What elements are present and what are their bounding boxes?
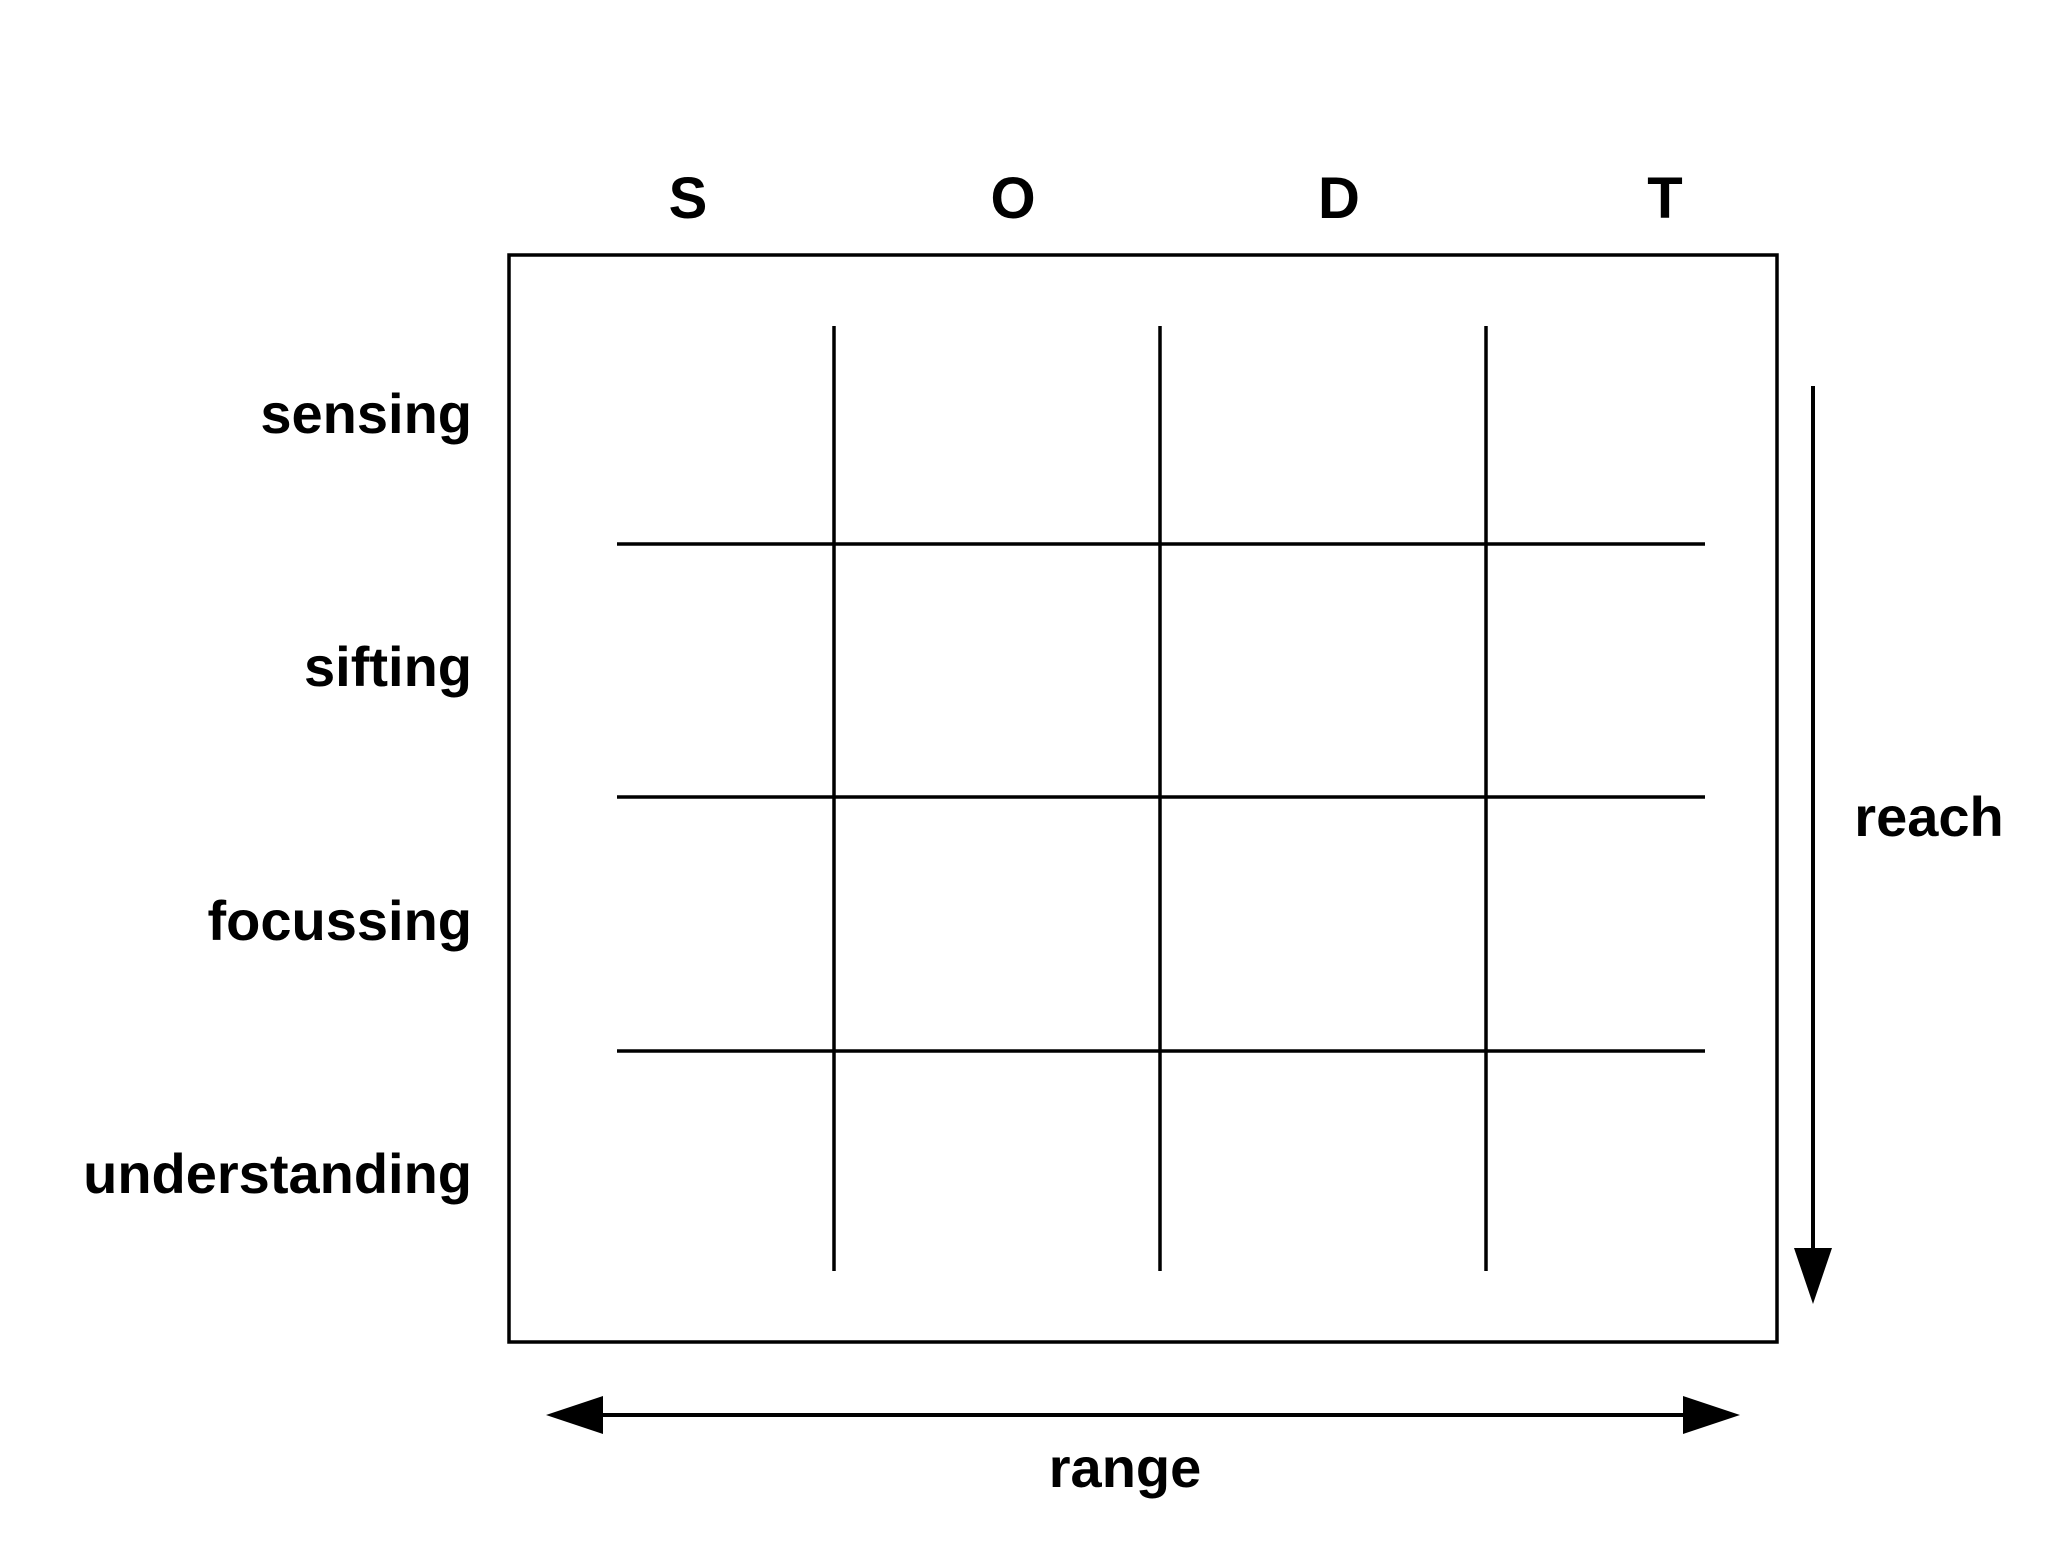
column-header-s: S [669, 166, 708, 231]
row-label-focussing: focussing [208, 889, 472, 952]
arrow-head-right-icon [1683, 1396, 1740, 1434]
reach-arrow [1794, 386, 1832, 1304]
row-label-understanding: understanding [83, 1142, 472, 1205]
row-label-sifting: sifting [304, 635, 472, 698]
column-header-t: T [1647, 166, 1682, 231]
grid-frame [507, 253, 1779, 1344]
row-label-sensing: sensing [260, 382, 472, 445]
range-label: range [1049, 1436, 1202, 1499]
column-header-o: O [990, 166, 1035, 231]
range-arrow [546, 1396, 1740, 1434]
arrow-head-down-icon [1794, 1248, 1832, 1304]
arrow-head-left-icon [546, 1396, 603, 1434]
reach-label: reach [1854, 785, 2003, 848]
column-header-d: D [1318, 166, 1360, 231]
